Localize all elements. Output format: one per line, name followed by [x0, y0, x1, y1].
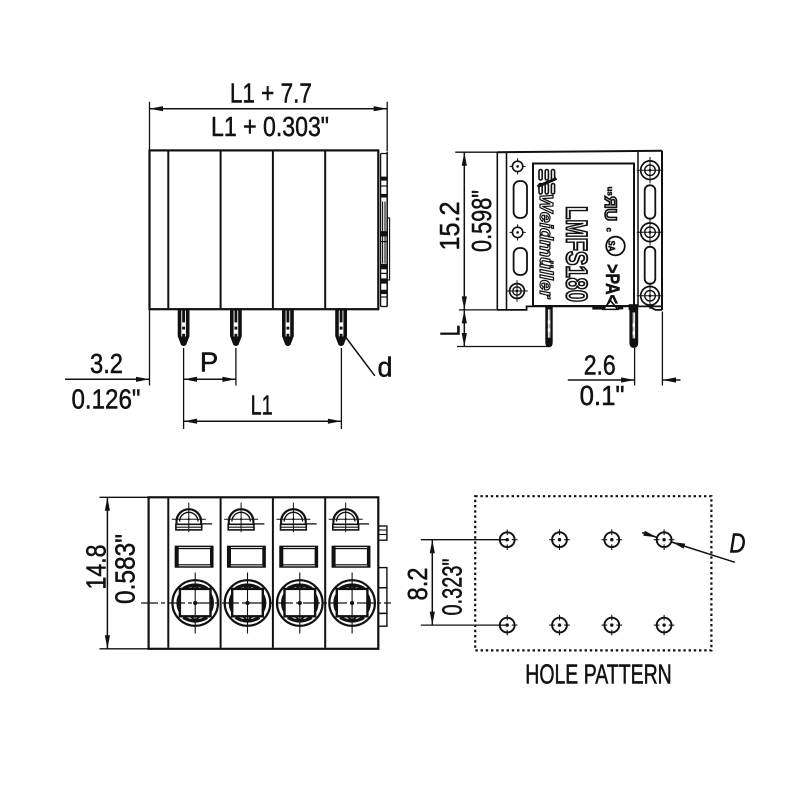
svg-text:L1 + 7.7: L1 + 7.7	[230, 77, 312, 108]
svg-text:c: c	[605, 228, 614, 233]
svg-text:14.8: 14.8	[80, 545, 111, 590]
svg-text:8.2: 8.2	[402, 568, 433, 601]
svg-text:3.2: 3.2	[90, 348, 123, 379]
svg-text:P: P	[200, 347, 218, 378]
svg-text:d: d	[378, 352, 393, 383]
svg-text:Weidmüller: Weidmüller	[536, 194, 557, 300]
svg-text:L: L	[434, 325, 465, 336]
svg-text:SA: SA	[607, 241, 617, 252]
svg-text:>PA<: >PA<	[601, 264, 622, 304]
svg-text:L1: L1	[251, 390, 273, 421]
svg-text:L1 + 0.303": L1 + 0.303"	[211, 111, 329, 142]
svg-text:0.598": 0.598"	[466, 190, 497, 252]
svg-text:HOLE PATTERN: HOLE PATTERN	[525, 658, 672, 689]
svg-text:LMFS180: LMFS180	[560, 206, 593, 302]
svg-text:ЯU: ЯU	[601, 196, 620, 221]
svg-text:0.583": 0.583"	[109, 534, 140, 604]
svg-text:D: D	[730, 528, 746, 559]
svg-text:0.126": 0.126"	[72, 384, 141, 415]
svg-text:0.323": 0.323"	[436, 559, 467, 616]
svg-text:2.6: 2.6	[584, 350, 616, 381]
svg-text:0.1": 0.1"	[580, 380, 625, 411]
svg-text:us: us	[606, 187, 615, 197]
svg-text:15.2: 15.2	[434, 202, 465, 251]
